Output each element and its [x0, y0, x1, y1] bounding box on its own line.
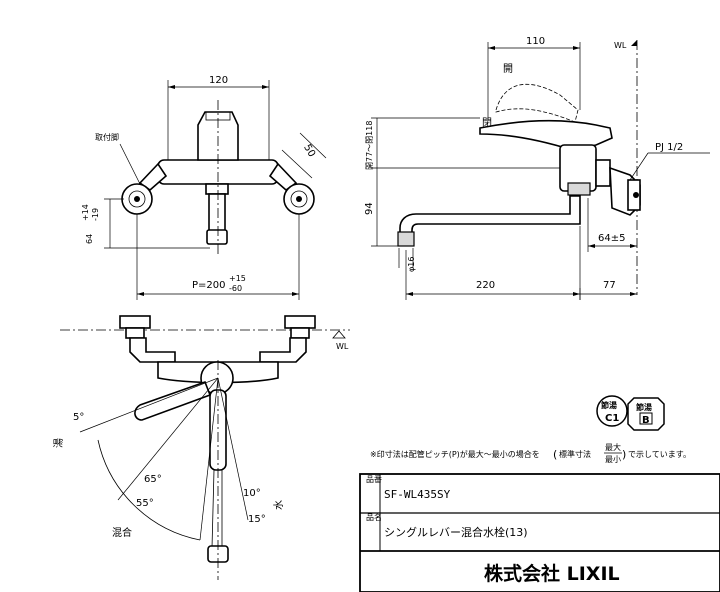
svg-text:+14: +14: [81, 204, 90, 221]
lever-handle: [479, 119, 613, 151]
svg-text:※印寸法は配管ピッチ(P)が最大～最小の場合を: ※印寸法は配管ピッチ(P)が最大～最小の場合を: [370, 449, 540, 459]
open-label: 開: [503, 63, 513, 75]
svg-text:B: B: [642, 415, 650, 426]
close-label: 閉: [482, 117, 492, 129]
svg-text:品番: 品番: [366, 474, 382, 484]
side-spout: [399, 195, 581, 235]
wl-side-label: WL: [614, 41, 627, 50]
cold-label: 水: [273, 500, 285, 510]
dim-50: 50: [301, 143, 317, 160]
product-code: SF-WL435SY: [384, 488, 451, 501]
side-view: 110 WL 開 閉 PJ 1/2 開77～閉118: [364, 36, 710, 300]
badge-c1: 節湯 C1: [596, 395, 628, 427]
svg-text:節湯: 節湯: [636, 402, 652, 412]
svg-text:94: 94: [364, 202, 375, 215]
dim-64-5: 64±5: [598, 233, 625, 244]
pj-label: PJ 1/2: [655, 142, 683, 153]
dim-pitch: P=200: [192, 280, 226, 291]
spout-aerator: [397, 231, 415, 247]
svg-text:C1: C1: [605, 413, 619, 424]
spout-nut: [205, 183, 229, 195]
dim-220: 220: [476, 280, 495, 291]
angle-10: 10°: [243, 488, 261, 499]
mount-leg-label: 取付脚: [95, 132, 119, 142]
svg-text:(: (: [553, 448, 557, 461]
angle-15: 15°: [248, 514, 266, 525]
dim-lever-range: 開77～閉118: [365, 121, 374, 170]
hot-label: 湯: [52, 438, 65, 448]
dim-77: 77: [603, 280, 616, 291]
mix-label: 混合: [112, 526, 132, 539]
svg-text:64: 64: [85, 234, 94, 244]
badge-b: 節湯 B: [627, 397, 665, 431]
angle-65: 65°: [144, 474, 162, 485]
dimension-note: ※印寸法は配管ピッチ(P)が最大～最小の場合を ( 標準寸法 最大 最小 ) で…: [370, 442, 691, 464]
company-name: 株式会社 LIXIL: [484, 562, 620, 585]
title-block: 品番 品名 SF-WL435SY シングルレバー混合水栓(13) 株式会社 LI…: [359, 473, 720, 592]
svg-text:最小: 最小: [605, 455, 621, 464]
dim-64-tol-top: +14: [81, 204, 90, 221]
dim-64-tol-bot: -19: [91, 208, 100, 221]
svg-text:水: 水: [273, 500, 285, 510]
code-label: 品番: [366, 474, 382, 484]
wl-plan-label: WL: [336, 342, 349, 351]
svg-text:開77～閉118: 開77～閉118: [365, 121, 374, 170]
svg-text:節湯: 節湯: [601, 400, 617, 410]
dim-64: 64: [85, 234, 94, 244]
name-label: 品名: [366, 512, 382, 522]
front-view: 120 取付脚 50 64: [81, 75, 327, 300]
svg-text:-19: -19: [91, 208, 100, 221]
angle-5: 5°: [73, 412, 84, 423]
dim-110: 110: [526, 36, 545, 47]
dim-120: 120: [209, 75, 228, 86]
plan-view: WL 5° 湯 65° 55° 10° 15°: [52, 315, 350, 580]
svg-text:湯: 湯: [52, 438, 65, 448]
svg-text:最大: 最大: [605, 442, 621, 452]
svg-text:品名: 品名: [366, 512, 382, 522]
product-name: シングルレバー混合水栓(13): [384, 525, 528, 539]
svg-text:φ16: φ16: [407, 257, 416, 272]
dim-pitch-tol-top: +15: [229, 274, 246, 283]
svg-text:標準寸法: 標準寸法: [559, 449, 591, 459]
svg-text:): ): [622, 448, 626, 461]
dim-94: 94: [364, 202, 375, 215]
dim-phi16: φ16: [407, 257, 416, 272]
svg-text:で示しています。: で示しています。: [628, 450, 691, 459]
dim-pitch-tol-bot: -60: [229, 284, 242, 293]
angle-55: 55°: [136, 498, 154, 509]
